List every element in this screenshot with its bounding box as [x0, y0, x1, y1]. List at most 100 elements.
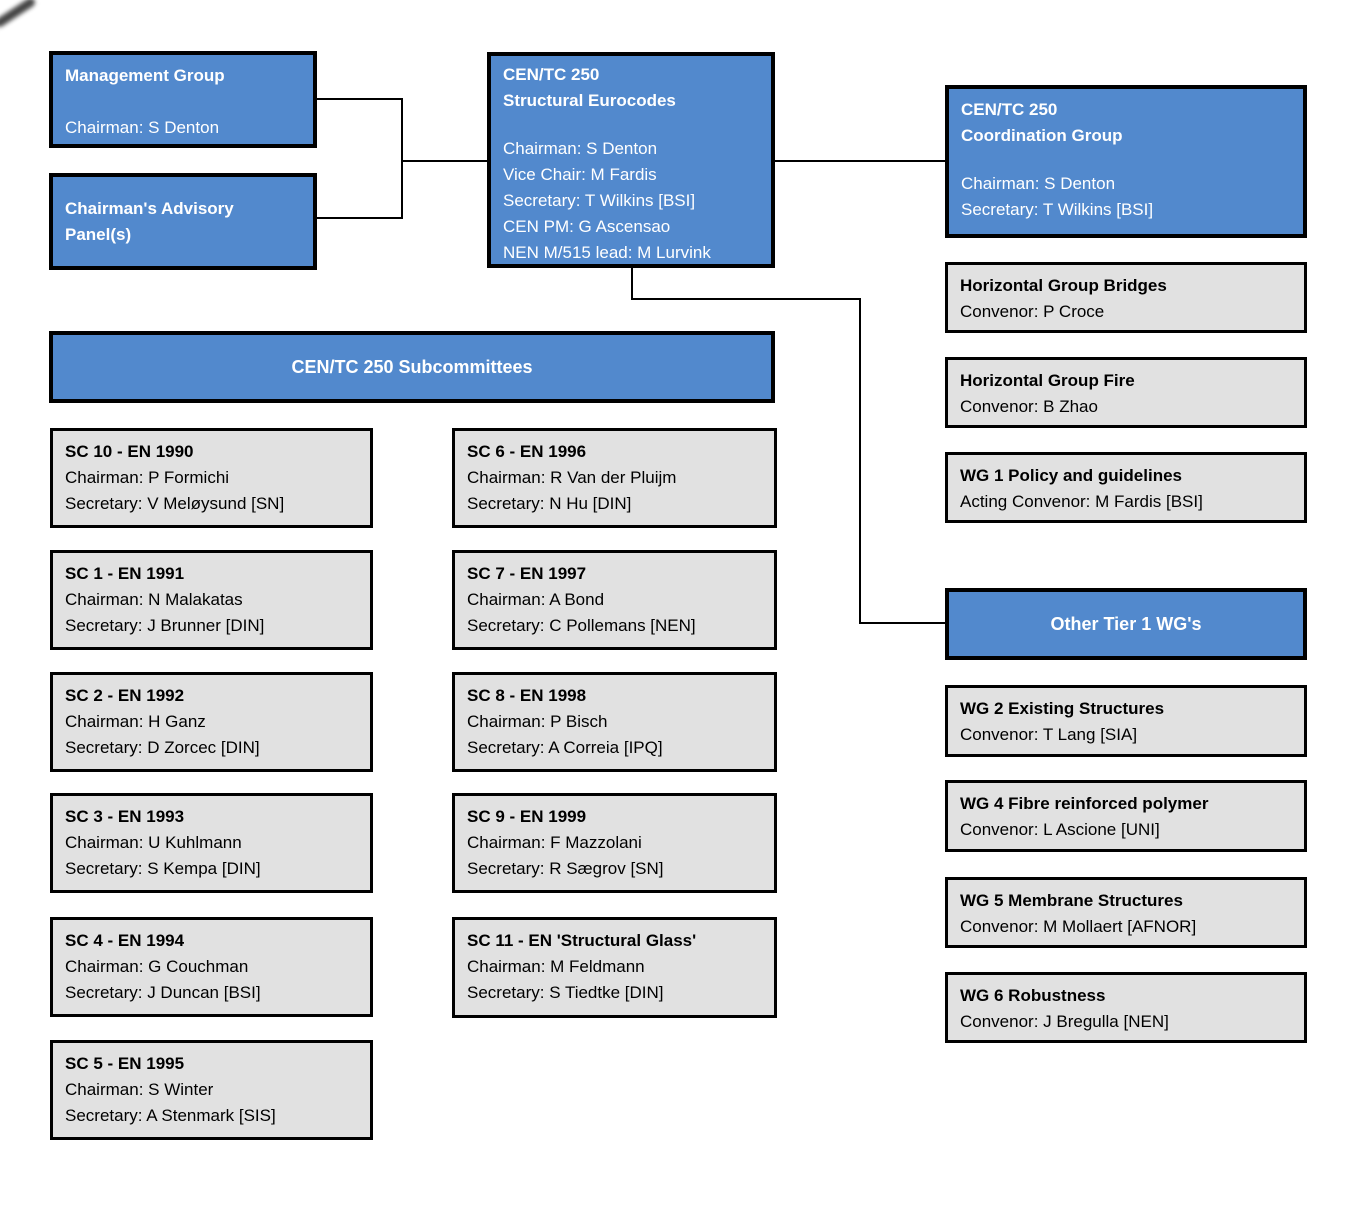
spacer [961, 149, 1291, 171]
sc-secretary: Secretary: A Correia [IPQ] [467, 738, 663, 757]
group-title: Horizontal Group Bridges [960, 276, 1167, 295]
advisory-panel-box: Chairman's Advisory Panel(s) [49, 173, 317, 270]
group-title: Horizontal Group Fire [960, 371, 1135, 390]
tc250-chairman: Chairman: S Denton [503, 139, 658, 158]
sc6-box: SC 6 - EN 1996 Chairman: R Van der Pluij… [452, 428, 777, 528]
group-convenor: Convenor: M Mollaert [AFNOR] [960, 917, 1197, 936]
sc-chairman: Chairman: U Kuhlmann [65, 833, 242, 852]
connector-right-vertical [859, 298, 861, 624]
wg2-existing-structures-box: WG 2 Existing Structures Convenor: T Lan… [945, 685, 1307, 757]
sc-secretary: Secretary: R Sægrov [SN] [467, 859, 664, 878]
subcommittees-header-title: CEN/TC 250 Subcommittees [291, 357, 533, 377]
sc-chairman: Chairman: P Bisch [467, 712, 608, 731]
coordination-title-line2: Coordination Group [961, 126, 1123, 145]
sc-chairman: Chairman: P Formichi [65, 468, 230, 487]
sc8-box: SC 8 - EN 1998 Chairman: P Bisch Secreta… [452, 672, 777, 772]
coordination-chairman: Chairman: S Denton [961, 174, 1116, 193]
sc-title: SC 1 - EN 1991 [65, 564, 185, 583]
sc-title: SC 3 - EN 1993 [65, 807, 185, 826]
coordination-group-box: CEN/TC 250 Coordination Group Chairman: … [945, 85, 1307, 238]
group-title: WG 6 Robustness [960, 986, 1106, 1005]
sc1-box: SC 1 - EN 1991 Chairman: N Malakatas Sec… [50, 550, 373, 650]
sc-secretary: Secretary: J Duncan [BSI] [65, 983, 261, 1002]
management-group-title: Management Group [65, 66, 225, 85]
sc-title: SC 8 - EN 1998 [467, 686, 587, 705]
connector-tc250-to-coordination [775, 160, 945, 162]
spacer [65, 89, 301, 115]
sc-chairman: Chairman: G Couchman [65, 957, 249, 976]
group-title: WG 4 Fibre reinforced polymer [960, 794, 1209, 813]
connector-management-to-junction [317, 98, 402, 100]
sc-title: SC 6 - EN 1996 [467, 442, 587, 461]
sc-secretary: Secretary: S Kempa [DIN] [65, 859, 261, 878]
horizontal-group-fire-box: Horizontal Group Fire Convenor: B Zhao [945, 357, 1307, 428]
connector-tc250-down [631, 268, 633, 300]
sc-chairman: Chairman: M Feldmann [467, 957, 645, 976]
sc-secretary: Secretary: S Tiedtke [DIN] [467, 983, 664, 1002]
sc-title: SC 2 - EN 1992 [65, 686, 185, 705]
sc-title: SC 11 - EN 'Structural Glass' [467, 931, 697, 950]
tc250-title-line1: CEN/TC 250 [503, 65, 600, 84]
sc3-box: SC 3 - EN 1993 Chairman: U Kuhlmann Secr… [50, 793, 373, 893]
tc250-title-line2: Structural Eurocodes [503, 91, 676, 110]
sc-secretary: Secretary: A Stenmark [SIS] [65, 1106, 276, 1125]
sc4-box: SC 4 - EN 1994 Chairman: G Couchman Secr… [50, 917, 373, 1017]
group-convenor: Convenor: B Zhao [960, 397, 1098, 416]
sc-chairman: Chairman: R Van der Pluijm [467, 468, 677, 487]
sc11-box: SC 11 - EN 'Structural Glass' Chairman: … [452, 917, 777, 1018]
group-convenor: Convenor: T Lang [SIA] [960, 725, 1138, 744]
sc-chairman: Chairman: A Bond [467, 590, 605, 609]
wg6-robustness-box: WG 6 Robustness Convenor: J Bregulla [NE… [945, 972, 1307, 1043]
connector-down-horizontal [631, 298, 861, 300]
management-group-box: Management Group Chairman: S Denton [49, 51, 317, 148]
sc-title: SC 9 - EN 1999 [467, 807, 587, 826]
wg5-membrane-structures-box: WG 5 Membrane Structures Convenor: M Mol… [945, 877, 1307, 948]
subcommittees-header: CEN/TC 250 Subcommittees [49, 331, 775, 403]
tc250-secretary: Secretary: T Wilkins [BSI] [503, 191, 696, 210]
connector-junction-to-tc250 [401, 160, 487, 162]
advisory-panel-title: Chairman's Advisory Panel(s) [65, 198, 234, 244]
sc-title: SC 7 - EN 1997 [467, 564, 587, 583]
management-group-chairman: Chairman: S Denton [65, 118, 220, 137]
group-convenor: Convenor: J Bregulla [NEN] [960, 1012, 1169, 1031]
sc9-box: SC 9 - EN 1999 Chairman: F Mazzolani Sec… [452, 793, 777, 893]
tc250-vice-chair: Vice Chair: M Fardis [503, 165, 657, 184]
group-title: WG 5 Membrane Structures [960, 891, 1183, 910]
sc-secretary: Secretary: D Zorcec [DIN] [65, 738, 260, 757]
coordination-secretary: Secretary: T Wilkins [BSI] [961, 200, 1154, 219]
sc-title: SC 5 - EN 1995 [65, 1054, 185, 1073]
sc-chairman: Chairman: F Mazzolani [467, 833, 642, 852]
sc2-box: SC 2 - EN 1992 Chairman: H Ganz Secretar… [50, 672, 373, 772]
coordination-title-line1: CEN/TC 250 [961, 100, 1058, 119]
connector-advisory-to-junction [317, 217, 402, 219]
other-tier1-title: Other Tier 1 WG's [1050, 614, 1202, 634]
sc7-box: SC 7 - EN 1997 Chairman: A Bond Secretar… [452, 550, 777, 650]
sc-secretary: Secretary: V Meløysund [SN] [65, 494, 285, 513]
sc-secretary: Secretary: C Pollemans [NEN] [467, 616, 696, 635]
group-title: WG 2 Existing Structures [960, 699, 1165, 718]
group-convenor: Acting Convenor: M Fardis [BSI] [960, 492, 1203, 511]
corner-artifact [0, 0, 37, 29]
wg1-policy-box: WG 1 Policy and guidelines Acting Conven… [945, 452, 1307, 523]
group-convenor: Convenor: P Croce [960, 302, 1105, 321]
sc-title: SC 10 - EN 1990 [65, 442, 194, 461]
sc-chairman: Chairman: H Ganz [65, 712, 206, 731]
group-convenor: Convenor: L Ascione [UNI] [960, 820, 1160, 839]
connector-to-other-tier1 [859, 622, 945, 624]
other-tier1-header: Other Tier 1 WG's [945, 588, 1307, 660]
sc10-box: SC 10 - EN 1990 Chairman: P Formichi Sec… [50, 428, 373, 528]
tc250-main-box: CEN/TC 250 Structural Eurocodes Chairman… [487, 52, 775, 268]
sc-chairman: Chairman: S Winter [65, 1080, 214, 1099]
horizontal-group-bridges-box: Horizontal Group Bridges Convenor: P Cro… [945, 262, 1307, 333]
tc250-cen-pm: CEN PM: G Ascensao [503, 217, 671, 236]
connector-left-junction-vertical [401, 98, 403, 219]
sc-secretary: Secretary: N Hu [DIN] [467, 494, 632, 513]
sc-secretary: Secretary: J Brunner [DIN] [65, 616, 265, 635]
group-title: WG 1 Policy and guidelines [960, 466, 1182, 485]
sc-title: SC 4 - EN 1994 [65, 931, 185, 950]
sc5-box: SC 5 - EN 1995 Chairman: S Winter Secret… [50, 1040, 373, 1140]
sc-chairman: Chairman: N Malakatas [65, 590, 243, 609]
spacer [503, 114, 759, 136]
tc250-nen-lead: NEN M/515 lead: M Lurvink [503, 243, 711, 262]
